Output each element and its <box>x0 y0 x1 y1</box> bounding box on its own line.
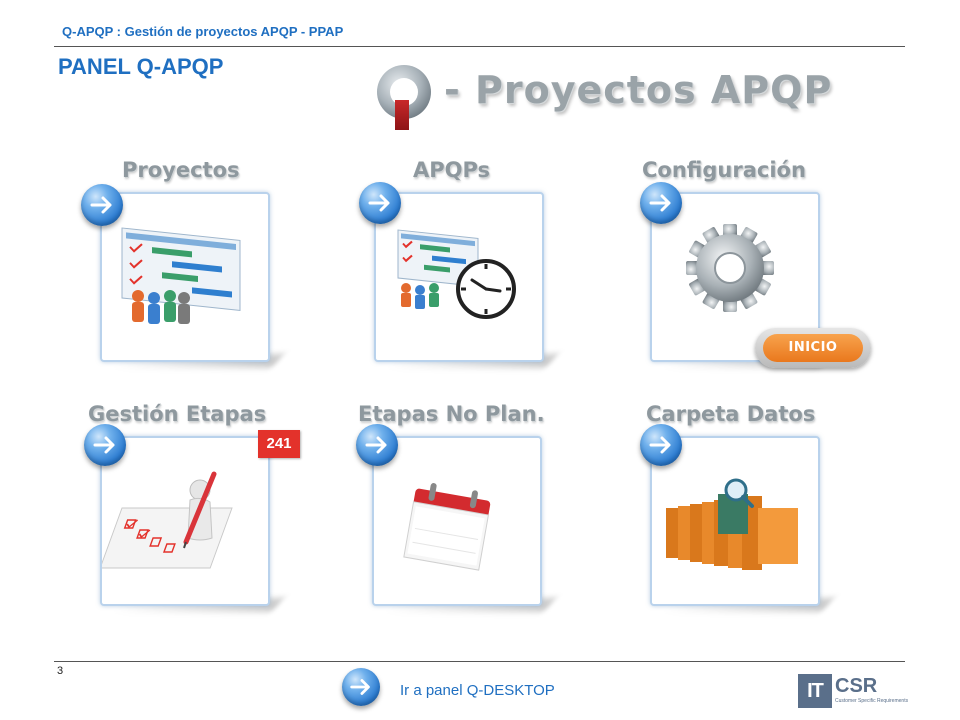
tile-gestion-etapas: Gestión Etapas <box>82 402 322 632</box>
etapas-no-plan-arrow-button[interactable] <box>356 424 398 466</box>
brand-csr: CSR <box>835 675 878 697</box>
brand-tagline: Customer Specific Requirements <box>835 698 909 704</box>
gantt-clock-icon <box>397 229 516 319</box>
tile-apqps-card[interactable] <box>374 192 558 368</box>
arrow-right-icon <box>350 679 370 695</box>
gear-icon <box>686 224 774 312</box>
q-desktop-arrow-button[interactable] <box>342 668 380 706</box>
arrow-right-icon <box>365 436 387 454</box>
arrow-right-icon <box>90 196 112 214</box>
itcsr-logo: IT CSR Customer Specific Requirements <box>798 672 908 710</box>
arrow-right-icon <box>368 194 390 212</box>
carpeta-datos-arrow-button[interactable] <box>640 424 682 466</box>
tile-configuracion-title: Configuración <box>642 158 806 182</box>
arrow-right-icon <box>649 436 671 454</box>
tile-carpeta-datos: Carpeta Datos <box>638 402 878 632</box>
configuracion-arrow-button[interactable] <box>640 182 682 224</box>
q-apqp-logo: - Proyectos APQP <box>372 62 831 132</box>
inicio-button-label: INICIO <box>763 334 863 362</box>
calendar-icon <box>403 483 491 571</box>
arrow-right-icon <box>93 436 115 454</box>
gestion-etapas-count-badge: 241 <box>258 430 300 458</box>
tile-apqps-title: APQPs <box>413 158 491 182</box>
tile-proyectos: Proyectos <box>81 158 322 388</box>
tile-carpeta-datos-title: Carpeta Datos <box>646 402 816 426</box>
logo-text: - Proyectos APQP <box>444 68 833 112</box>
tile-gestion-etapas-title: Gestión Etapas <box>88 402 267 426</box>
gantt-chart-team-icon <box>121 227 241 324</box>
brand-it: IT <box>798 674 832 708</box>
header-subtitle: Q-APQP : Gestión de proyectos APQP - PPA… <box>62 24 344 39</box>
tile-gestion-etapas-card[interactable] <box>99 436 284 612</box>
tile-apqps: APQPs <box>358 158 598 388</box>
checklist-pencil-icon <box>99 471 233 569</box>
tile-etapas-no-plan-card[interactable] <box>372 436 556 612</box>
apqps-arrow-button[interactable] <box>359 182 401 224</box>
q-desktop-link[interactable]: Ir a panel Q-DESKTOP <box>400 682 555 699</box>
proyectos-arrow-button[interactable] <box>81 184 123 226</box>
footer-divider <box>54 661 905 662</box>
tile-carpeta-datos-card[interactable] <box>650 436 834 612</box>
arrow-right-icon <box>649 194 671 212</box>
q-logo-icon <box>377 65 431 130</box>
tile-etapas-no-plan: Etapas No Plan. <box>356 402 596 632</box>
page-number: 3 <box>57 665 64 677</box>
inicio-button[interactable]: INICIO <box>755 328 871 368</box>
tile-etapas-no-plan-title: Etapas No Plan. <box>358 402 545 426</box>
tile-proyectos-card[interactable] <box>100 192 284 368</box>
page-title: PANEL Q-APQP <box>58 54 224 79</box>
folders-search-icon <box>666 478 798 570</box>
header-divider <box>54 46 905 47</box>
tile-proyectos-title: Proyectos <box>122 158 240 182</box>
gestion-etapas-arrow-button[interactable] <box>84 424 126 466</box>
